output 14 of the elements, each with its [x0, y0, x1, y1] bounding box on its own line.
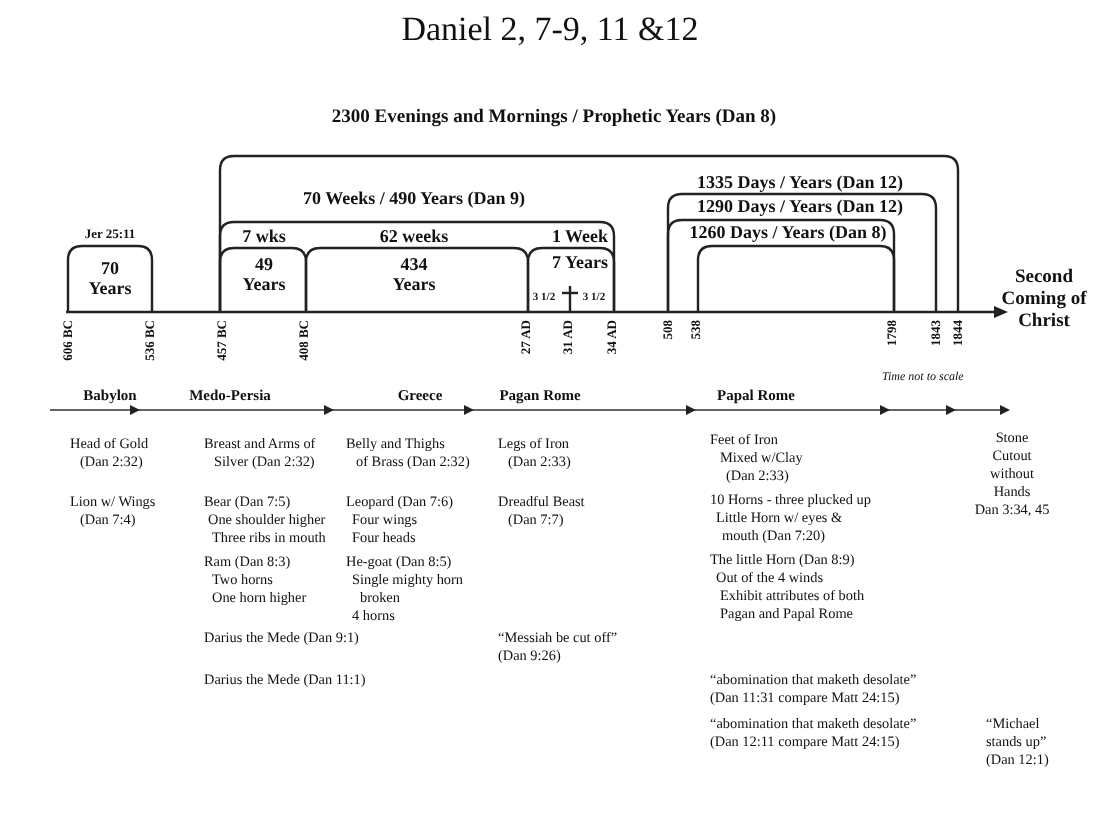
- span-label: 7 Years: [552, 254, 608, 274]
- title: Daniel 2, 7-9, 11 &12: [399, 10, 701, 51]
- span-label: 2300 Evenings and Mornings / Prophetic Years (Dan 8): [331, 108, 777, 129]
- span-label: 7 wks: [242, 228, 286, 248]
- span-label: 70 Weeks / 490 Years (Dan 9): [303, 190, 525, 210]
- span-label: 1260 Days / Years (Dan 8): [689, 224, 887, 244]
- span-label: 62 weeks: [379, 228, 449, 248]
- event-label: Second Coming of Christ: [999, 268, 1089, 334]
- span-label: 1 Week: [551, 228, 609, 248]
- duration-label: 49 Years: [240, 254, 288, 296]
- duration-label: 70 Years: [86, 258, 134, 300]
- span-label: 1290 Days / Years (Dan 12): [697, 198, 903, 218]
- span-label: 1335 Days / Years (Dan 12): [697, 174, 903, 194]
- duration-label: 434 Years: [390, 254, 438, 296]
